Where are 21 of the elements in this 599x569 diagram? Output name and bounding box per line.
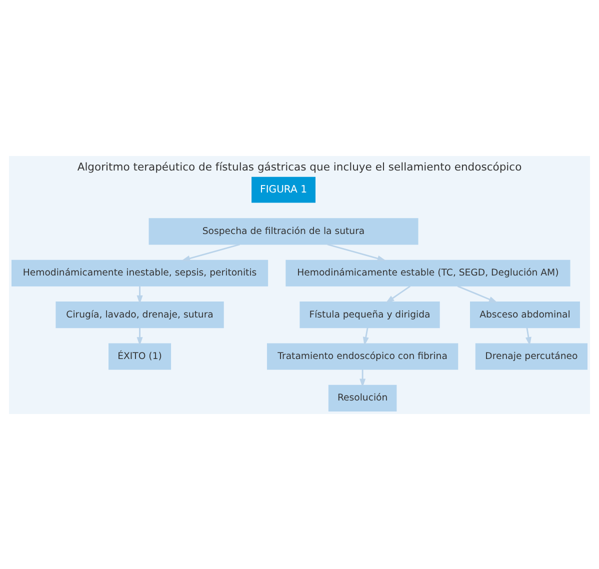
arrow [457,285,498,302]
node-box: Hemodinámicamente inestable, sepsis, peritonitis [12,259,268,286]
arrow [136,286,143,304]
arrow [525,327,532,346]
label: FIGURA 1 [260,184,307,195]
arrow [362,327,369,346]
node-box: Drenaje percutáneo [475,342,588,370]
node-box: Absceso abdominal [470,301,580,328]
arrow [360,369,366,387]
node-box: Tratamiento endoscópico con fibrina [266,342,458,370]
arrow [327,243,386,261]
node-box: Hemodinámicamente estable (TC, SEGD, Deglución AM) [286,259,570,286]
node-box: Sospecha de filtración de la sutura [148,218,418,244]
arrow [181,243,240,261]
node-box: Fístula pequeña y dirigida [300,301,440,328]
node-box: Cirugía, lavado, drenaje, sutura [56,301,224,328]
diagram-title: Algoritmo terapéutico de fístulas gástricas que incluye el sellamiento endoscópico [77,160,522,173]
arrow [136,327,143,346]
arrow [386,285,411,303]
node-box: Resolución [328,384,397,411]
node-box: ÉXITO (1) [108,342,172,370]
